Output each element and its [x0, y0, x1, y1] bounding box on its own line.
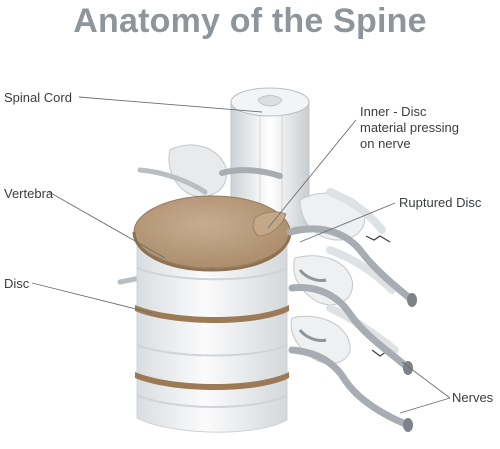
- label-spinal-cord: Spinal Cord: [4, 90, 72, 105]
- leader-nerves-2: [399, 397, 451, 414]
- leader-nerves-1: [401, 361, 451, 399]
- label-disc: Disc: [4, 276, 30, 291]
- label-ruptured-disc: Ruptured Disc: [399, 195, 482, 210]
- leader-ruptured-disc: [299, 202, 396, 243]
- leader-vertebra: [48, 191, 166, 259]
- leader-lines: [31, 96, 451, 414]
- leader-disc: [31, 282, 153, 314]
- label-inner-disc: Inner - Disc material pressing on nerve: [360, 104, 459, 151]
- leader-spinal-cord: [78, 96, 263, 113]
- ruptured-disc-top: [132, 195, 292, 272]
- vertebral-bodies: [136, 227, 288, 433]
- leader-inner-disc: [267, 119, 357, 229]
- label-vertebra: Vertebra: [4, 186, 54, 201]
- label-nerves: Nerves: [452, 390, 494, 405]
- disc-bands: [135, 305, 289, 391]
- diagram-title: Anatomy of the Spine: [73, 2, 427, 40]
